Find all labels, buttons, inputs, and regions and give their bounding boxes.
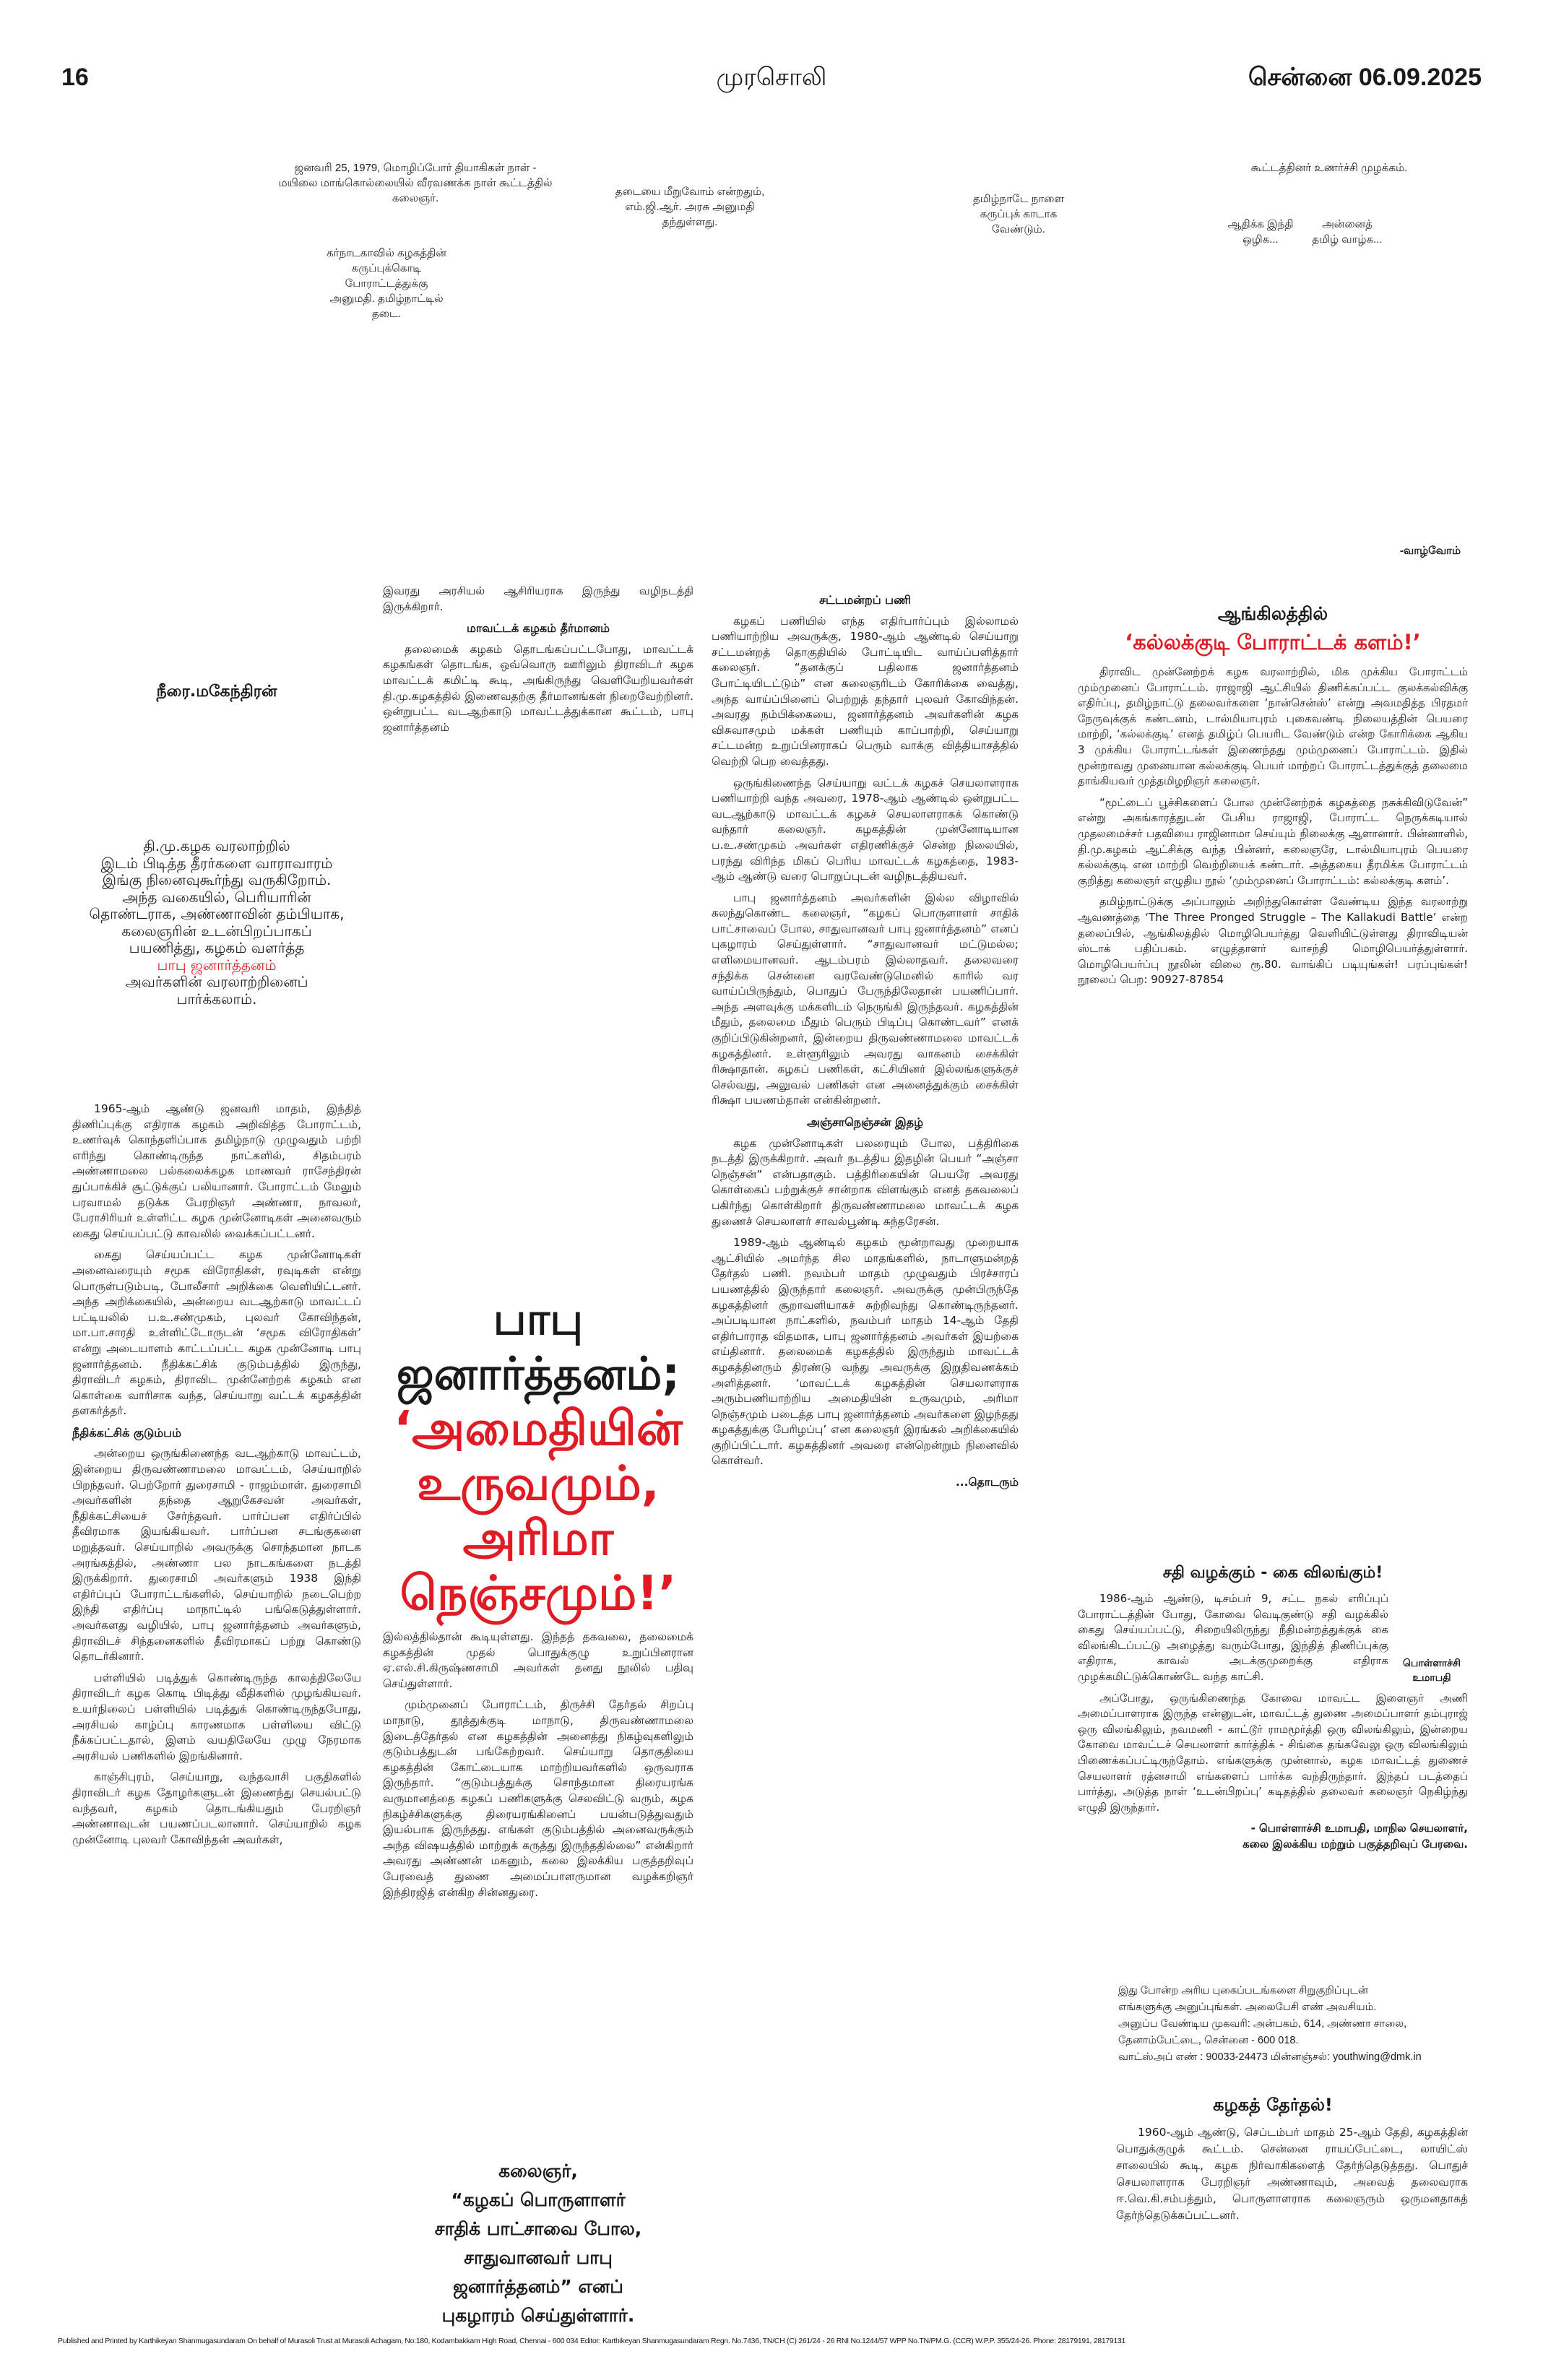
photo-caption: -வாழ்வோம் xyxy=(1399,545,1461,557)
paragraph: கைது செய்யப்பட்ட கழக முன்னோடிகள் அனைவரைய… xyxy=(72,1248,361,1418)
headline-line: பாபு ஜனார்த்தனம்; xyxy=(396,1292,680,1400)
article-column-2: இல்லத்தில்தான் கூடியுள்ளது. இந்தத் தகவலை… xyxy=(383,1630,693,2157)
byline: நீரை.மகேந்திரன் xyxy=(156,683,277,701)
paragraph: “மூட்டைப் பூச்சிகளைப் போல முன்னேற்றக் கழ… xyxy=(1078,795,1468,887)
article-columns: நீரை.மகேந்திரன் தி.மு.கழக வரலாற்றில் இடம… xyxy=(0,584,1543,2330)
continued-label: ...தொடரும் xyxy=(955,1476,1019,1489)
masthead: முரசொலி xyxy=(716,64,827,91)
column-1: நீரை.மகேந்திரன் தி.மு.கழக வரலாற்றில் இடம… xyxy=(72,584,361,1853)
paragraph: 1989-ஆம் ஆண்டில் கழகம் மூன்றாவது முறையாக… xyxy=(712,1236,1019,1468)
notice-line: அனுப்ப வேண்டிய முகவரி: அன்பகம், 614, அண்… xyxy=(1118,2018,1407,2030)
top-band: 16 முரசொலி சென்னை 06.09.2025 ஜனவரி 25, 1… xyxy=(0,0,1543,584)
sathi-top: 1986-ஆம் ஆண்டு, டிசம்பர் 9, சட்ட நகல் எர… xyxy=(1078,1591,1468,1691)
photo-caption: ஆதிக்க இந்தி ஒழிக... xyxy=(1227,218,1294,246)
sathi-section: சதி வழக்கும் - கை விலங்கும்! 1986-ஆம் ஆண… xyxy=(1078,1564,1468,1976)
paragraph: திராவிட முன்னேற்றக் கழக வரலாற்றில், மிக … xyxy=(1078,665,1468,788)
heading-line: ‘கல்லக்குடி போராட்டக் களம்!’ xyxy=(1125,630,1421,654)
intro-line: இங்கு நினைவுகூர்ந்து வருகிறோம். xyxy=(102,871,332,888)
intro-line: தி.மு.கழக வரலாற்றில் xyxy=(143,837,290,854)
quote-line: கலைஞர், xyxy=(498,2160,578,2181)
quote-line: “கழகப் பொருளாளர் xyxy=(451,2189,626,2210)
subheading: அஞ்சாநெஞ்சன் இதழ் xyxy=(807,1115,923,1129)
intro-highlight: பாபு ஜனார்த்தனம் xyxy=(157,956,277,974)
paragraph: 1986-ஆம் ஆண்டு, டிசம்பர் 9, சட்ட நகல் எர… xyxy=(1078,1592,1388,1683)
intro-line: பார்க்கலாம். xyxy=(176,990,257,1008)
quote-line: புகழாரம் செய்துள்ளார். xyxy=(441,2305,635,2326)
column-3: சட்டமன்றப் பணி கழகப் பணியில் எந்த எதிர்ப… xyxy=(712,584,1019,1491)
headline-line: அரிமா நெஞ்சமும்!’ xyxy=(399,1510,677,1621)
paragraph: இல்லத்தில்தான் கூடியுள்ளது. இந்தத் தகவலை… xyxy=(383,1630,693,1690)
submission-notice: இது போன்ற அரிய புகைப்படங்களை சிறுகுறிப்ப… xyxy=(1078,1976,1468,2095)
intro-line: அவர்களின் வரலாற்றினைப் xyxy=(125,973,308,990)
paragraph: அன்றைய ஒருங்கிணைந்த வடஆற்காடு மாவட்டம், … xyxy=(72,1447,361,1663)
subheading: சட்டமன்றப் பணி xyxy=(819,593,911,607)
photo-caption: கூட்டத்தினர் உணர்ச்சி முழக்கம். xyxy=(1250,162,1408,174)
photo-caption: அன்னைத் தமிழ் வாழ்க... xyxy=(1312,218,1383,246)
pull-quote: கலைஞர், “கழகப் பொருளாளர் சாதிக் பாட்சாவை… xyxy=(383,2157,693,2330)
article-column-1: 1965-ஆம் ஆண்டு ஜனவரி மாதம், இந்தித் திணி… xyxy=(72,1102,361,1853)
paragraph: இவரது அரசியல் ஆசிரியராக இருந்து வழிநடத்த… xyxy=(383,584,693,613)
sathi-body: 1986-ஆம் ஆண்டு, டிசம்பர் 9, சட்ட நகல் எர… xyxy=(1078,1591,1388,1691)
subheading: மாவட்டக் கழகம் தீர்மானம் xyxy=(466,621,610,636)
article-column-3: சட்டமன்றப் பணி கழகப் பணியில் எந்த எதிர்ப… xyxy=(712,587,1019,1491)
intro-line: பயணித்து, கழகம் வளர்த்த xyxy=(129,939,305,956)
photo-caption: ஜனவரி 25, 1979, மொழிப்போர் தியாகிகள் நாள… xyxy=(278,162,553,204)
intro-line: இடம் பிடித்த தீரர்களை வாராவாரம் xyxy=(100,854,333,872)
photo-caption: தடையை மீறுவோம் என்றதும், எம்.ஜி.ஆர். அரச… xyxy=(615,186,765,228)
column-4: ஆங்கிலத்தில் ‘கல்லக்குடி போராட்டக் களம்!… xyxy=(1078,584,1468,2230)
paragraph: அப்போது, ஒருங்கிணைந்த கோவை மாவட்ட இளைஞர்… xyxy=(1078,1691,1468,1814)
kazhaga-therthal-heading: கழகத் தேர்தல்! xyxy=(1213,2095,1333,2115)
photo-caption: பொள்ளாச்சி உமாபதி xyxy=(1403,1657,1461,1684)
sathi-heading: சதி வழக்கும் - கை விலங்கும்! xyxy=(1162,1564,1383,1582)
paragraph: பள்ளியில் படித்துக் கொண்டிருந்த காலத்தில… xyxy=(72,1671,361,1762)
paragraph: பாபு ஜனார்த்தனம் அவர்களின் இல்ல விழாவில்… xyxy=(712,891,1019,1107)
photo-caption: தமிழ்நாடே நாளை கருப்புக் காடாக வேண்டும். xyxy=(972,193,1064,235)
column-2: இவரது அரசியல் ஆசிரியராக இருந்து வழிநடத்த… xyxy=(383,584,693,2330)
notice-line: இது போன்ற அரிய புகைப்படங்களை சிறுகுறிப்ப… xyxy=(1118,1985,1368,1996)
imprint-footer: Published and Printed by Karthikeyan Sha… xyxy=(58,2337,1126,2345)
kallakudi-heading: ஆங்கிலத்தில் ‘கல்லக்குடி போராட்டக் களம்!… xyxy=(1078,603,1468,657)
paragraph: தலைமைக் கழகம் தொடங்கப்பட்டபோது, மாவட்டக்… xyxy=(383,642,693,734)
headline-line: ‘அமைதியின் உருவமும், xyxy=(394,1401,683,1511)
intro-line: தொண்டராக, அண்ணாவின் தம்பியாக, xyxy=(89,905,345,922)
paragraph: காஞ்சிபுரம், செய்யாறு, வந்தவாசி பகுதிகளி… xyxy=(72,1770,361,1846)
paragraph: கழகப் பணியில் எந்த எதிர்பார்ப்பும் இல்லா… xyxy=(712,614,1019,768)
photo-caption: கர்நாடகாவில் கழகத்தின் கருப்புக்கொடி போர… xyxy=(327,247,446,320)
article-column-2-top: இவரது அரசியல் ஆசிரியராக இருந்து வழிநடத்த… xyxy=(383,584,693,1291)
notice-line: தேனாம்பேட்டை, சென்னை - 600 018. xyxy=(1118,2035,1299,2046)
paragraph: கழக முன்னோடிகள் பலரையும் போல, பத்திரிகை … xyxy=(712,1136,1019,1228)
signature: கலை இலக்கிய மற்றும் பகுத்தறிவுப் பேரவை. xyxy=(1242,1837,1468,1851)
notice-line: எங்களுக்கு அனுப்புங்கள். அலைபேசி எண் அவச… xyxy=(1118,2002,1377,2013)
paragraph: ஒருங்கிணைந்த செய்யாறு வட்டக் கழகச் செயலா… xyxy=(712,776,1019,883)
page-number: 16 xyxy=(61,64,89,91)
kazhaga-therthal-section: கழகத் தேர்தல்! 1960-ஆம் ஆண்டு, செப்டம்பர… xyxy=(1078,2095,1468,2230)
paragraph: 1960-ஆம் ஆண்டு, செப்டம்பர் மாதம் 25-ஆம் … xyxy=(1116,2126,1468,2222)
quote-line: ஜனார்த்தனம்” எனப் xyxy=(453,2276,623,2297)
kazhaga-therthal-body: 1960-ஆம் ஆண்டு, செப்டம்பர் மாதம் 25-ஆம் … xyxy=(1078,2124,1468,2224)
kallakudi-section: ஆங்கிலத்தில் ‘கல்லக்குடி போராட்டக் களம்!… xyxy=(1078,603,1468,1564)
heading-line: ஆங்கிலத்தில் xyxy=(1217,603,1328,624)
paragraph: 1965-ஆம் ஆண்டு ஜனவரி மாதம், இந்தித் திணி… xyxy=(72,1102,361,1240)
intro-line: அந்த வகையில், பெரியாரின் xyxy=(122,888,311,906)
notice-contact: வாட்ஸ்அப் எண் : 90033-24473 மின்னஞ்சல்: … xyxy=(1118,2051,1422,2063)
subheading: நீதிக்கட்சிக் குடும்பம் xyxy=(72,1425,181,1440)
quote-line: சாதிக் பாட்சாவை போல, xyxy=(434,2218,642,2239)
intro-line: கலைஞரின் உடன்பிறப்பாகப் xyxy=(121,922,312,940)
dateline: சென்னை 06.09.2025 xyxy=(1248,64,1482,91)
kallakudi-body: திராவிட முன்னேற்றக் கழக வரலாற்றில், மிக … xyxy=(1078,665,1468,988)
intro-block: தி.மு.கழக வரலாற்றில் இடம் பிடித்த தீரர்க… xyxy=(72,837,361,1102)
sathi-body-2: அப்போது, ஒருங்கிணைந்த கோவை மாவட்ட இளைஞர்… xyxy=(1078,1691,1468,1853)
paragraph: தமிழ்நாட்டுக்கு அப்பாலும் அறிந்துகொள்ள வ… xyxy=(1078,895,1468,987)
paragraph: மும்முனைப் போராட்டம், திருச்சி தேர்தல் ச… xyxy=(383,1698,693,1899)
main-headline: பாபு ஜனார்த்தனம்; ‘அமைதியின் உருவமும், அ… xyxy=(383,1291,693,1621)
quote-line: சாதுவானவர் பாபு xyxy=(464,2247,613,2268)
signature: - பொள்ளாச்சி உமாபதி, மாநில செயலாளர், xyxy=(1250,1822,1468,1835)
